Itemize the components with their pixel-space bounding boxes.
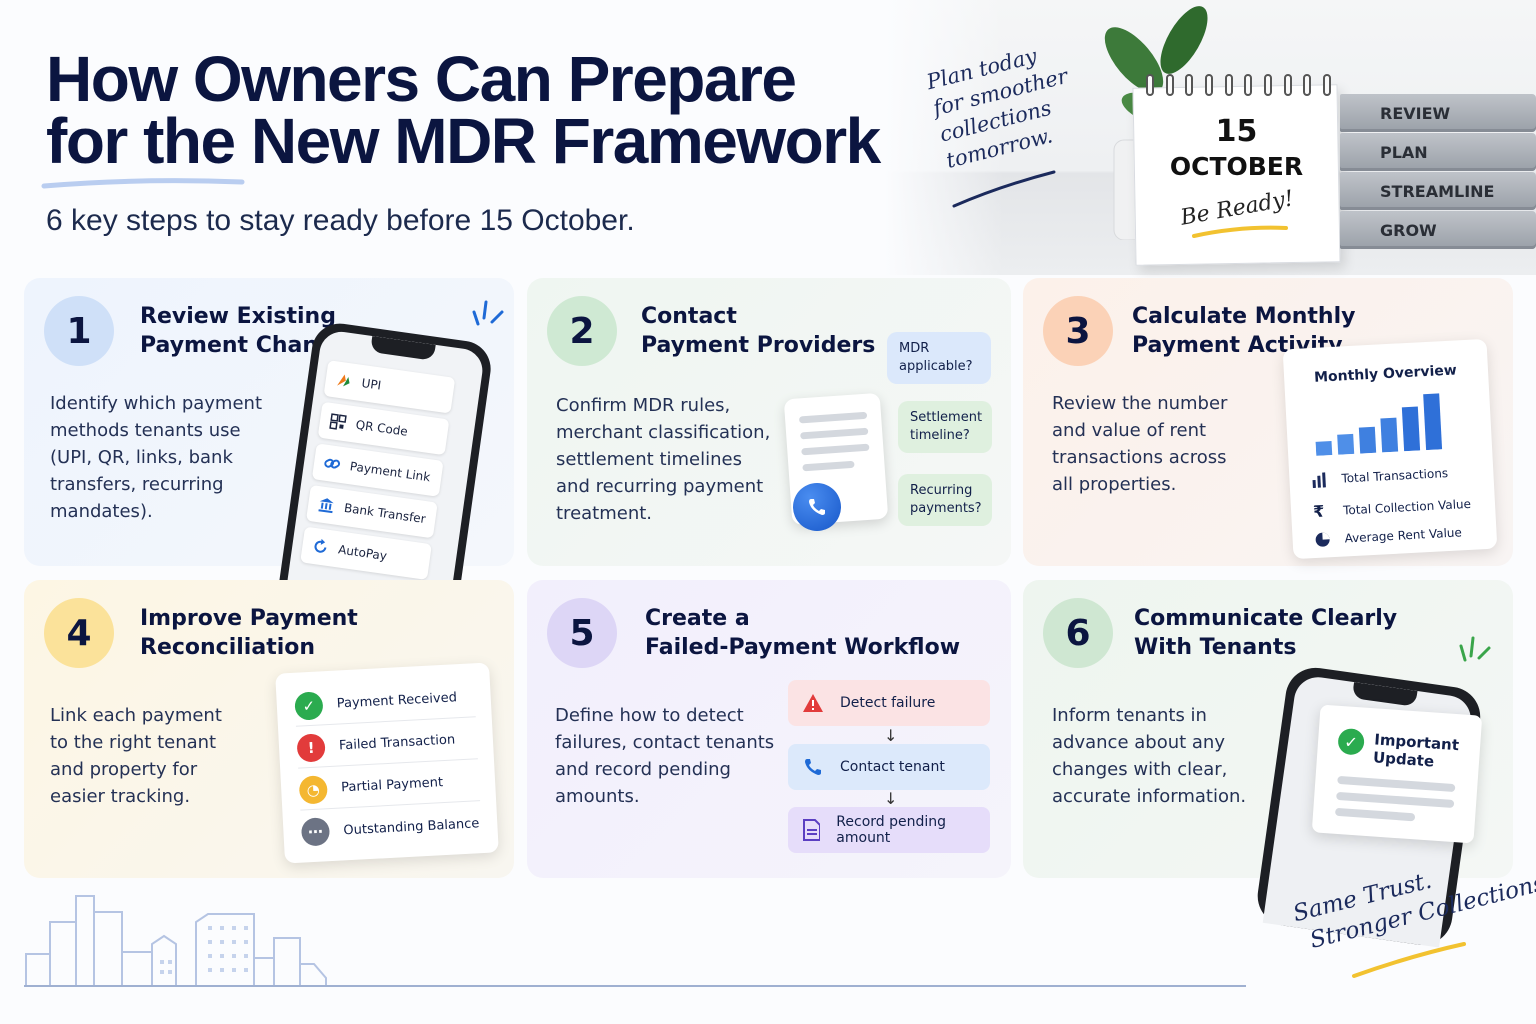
book-spine: PLAN bbox=[1340, 133, 1536, 171]
status-row-failed: ! Failed Transaction bbox=[296, 719, 478, 769]
book-spine: GROW bbox=[1340, 211, 1536, 249]
footer-divider bbox=[24, 985, 1246, 987]
pie-icon bbox=[1315, 532, 1330, 547]
step-number: 4 bbox=[44, 598, 114, 668]
document-icon bbox=[803, 819, 821, 841]
step-number: 6 bbox=[1043, 598, 1113, 668]
city-skyline-illustration bbox=[25, 895, 327, 986]
calendar-note-underline bbox=[1192, 225, 1288, 238]
channel-bank: Bank Transfer bbox=[305, 484, 438, 539]
step-number: 5 bbox=[547, 598, 617, 668]
phone-mockup: UPI QR Code Payment Link Bank Transfer A… bbox=[275, 320, 495, 633]
monthly-overview-card: Monthly Overview Total Transactions ₹ To… bbox=[1282, 338, 1498, 560]
warning-icon bbox=[803, 694, 823, 712]
step-number: 2 bbox=[547, 296, 617, 366]
channel-upi: UPI bbox=[323, 360, 456, 414]
workflow-step-record: Record pending amount bbox=[788, 807, 990, 853]
calendar-rings bbox=[1146, 74, 1331, 98]
qr-code-icon bbox=[329, 413, 347, 430]
check-icon: ✓ bbox=[294, 690, 324, 721]
clock-icon: ◔ bbox=[298, 774, 328, 805]
phone-icon bbox=[805, 759, 821, 775]
status-row-partial: ◔ Partial Payment bbox=[298, 761, 481, 811]
book-spine: REVIEW bbox=[1340, 94, 1536, 132]
step-number: 1 bbox=[44, 296, 114, 366]
check-icon: ✓ bbox=[1337, 727, 1366, 756]
sparkle-icon bbox=[472, 300, 504, 326]
more-icon: ⋯ bbox=[300, 817, 331, 847]
signature-underline bbox=[1352, 942, 1466, 978]
refresh-icon bbox=[314, 538, 327, 553]
book-stack: REVIEW PLAN STREAMLINE GROW bbox=[1340, 94, 1536, 250]
page-title: How Owners Can Prepare for the New MDR F… bbox=[46, 43, 906, 177]
overview-item: Average Rent Value bbox=[1314, 524, 1462, 548]
chart-icon bbox=[1312, 472, 1326, 489]
bar-graph-icon bbox=[1315, 393, 1443, 456]
photo-fade bbox=[884, 0, 1004, 275]
book-spine: STREAMLINE bbox=[1340, 172, 1536, 210]
upi-icon bbox=[337, 374, 350, 387]
overview-item: Total Transactions bbox=[1311, 465, 1448, 489]
rupee-icon: ₹ bbox=[1312, 501, 1325, 522]
channel-qr: QR Code bbox=[317, 401, 450, 456]
alert-icon: ! bbox=[296, 732, 326, 763]
arrow-down-icon: ↓ bbox=[884, 726, 898, 745]
link-icon bbox=[324, 458, 341, 469]
workflow-step-detect: Detect failure bbox=[788, 680, 990, 726]
phone-call-icon bbox=[793, 483, 841, 531]
calendar-day: 15 bbox=[1215, 114, 1258, 149]
calendar-month: OCTOBER bbox=[1169, 152, 1304, 181]
title-underline-decoration bbox=[41, 178, 245, 189]
reconciliation-list: ✓ Payment Received ! Failed Transaction … bbox=[275, 662, 499, 864]
status-row-received: ✓ Payment Received bbox=[293, 677, 476, 727]
step-description: Confirm MDR rules,merchant classificatio… bbox=[556, 395, 771, 524]
overview-title: Monthly Overview bbox=[1313, 362, 1458, 386]
status-row-outstanding: ⋯ Outstanding Balance bbox=[300, 803, 482, 852]
title-line-2: for the New MDR Framework bbox=[46, 105, 881, 177]
tagline-swoosh bbox=[952, 170, 1056, 208]
overview-item: ₹ Total Collection Value bbox=[1312, 496, 1472, 522]
step-number: 3 bbox=[1043, 296, 1113, 366]
channel-autopay: AutoPay bbox=[300, 526, 432, 580]
page-subtitle: 6 key steps to stay ready before 15 Octo… bbox=[46, 204, 635, 237]
bank-icon bbox=[318, 498, 334, 514]
channel-link: Payment Link bbox=[311, 443, 444, 497]
arrow-down-icon: ↓ bbox=[884, 789, 898, 808]
sparkle-icon bbox=[1459, 636, 1491, 662]
workflow-step-contact: Contact tenant bbox=[788, 744, 990, 790]
title-line-1: How Owners Can Prepare bbox=[46, 43, 797, 115]
